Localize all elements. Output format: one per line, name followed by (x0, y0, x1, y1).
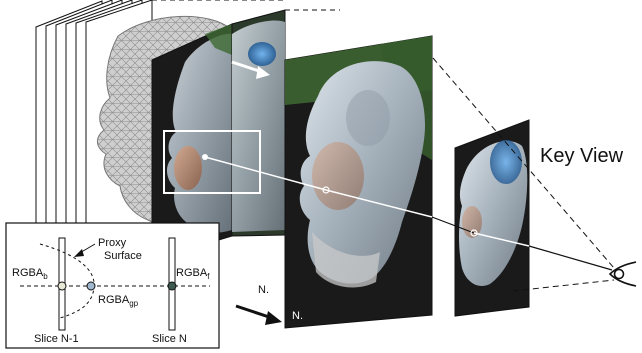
slice-left-label: Slice N-1 (34, 333, 79, 345)
rgba-b-sub: b (43, 272, 48, 281)
sample-rgba-b (58, 282, 66, 290)
rgba-gp-main: RGBA (98, 294, 130, 306)
n-label-side: N. (258, 284, 269, 296)
inset-panel: Proxy Surface RGBAb RGBAf RGBAgp Slice N… (6, 223, 219, 348)
rgba-b-main: RGBA (12, 267, 44, 279)
rgba-b-label: RGBAb (12, 267, 48, 281)
sample-rgba-gp (87, 282, 95, 290)
proxy-label-line1: Proxy (98, 237, 127, 249)
slice-right-label: Slice N (152, 333, 187, 345)
rgba-f-main: RGBA (176, 267, 208, 279)
key-view-image (455, 120, 529, 316)
eye-icon (610, 262, 636, 286)
n-label-front: N. (292, 310, 303, 322)
sample-rgba-f (168, 282, 176, 290)
rgba-f-label: RGBAf (176, 267, 210, 281)
key-view-label: Key View (540, 145, 624, 167)
proxy-label-line2: Surface (104, 250, 142, 262)
ray-sample-point (202, 154, 208, 160)
front-slice (285, 36, 432, 328)
rgba-gp-sub: gp (129, 299, 138, 308)
black-arrow (236, 306, 282, 325)
